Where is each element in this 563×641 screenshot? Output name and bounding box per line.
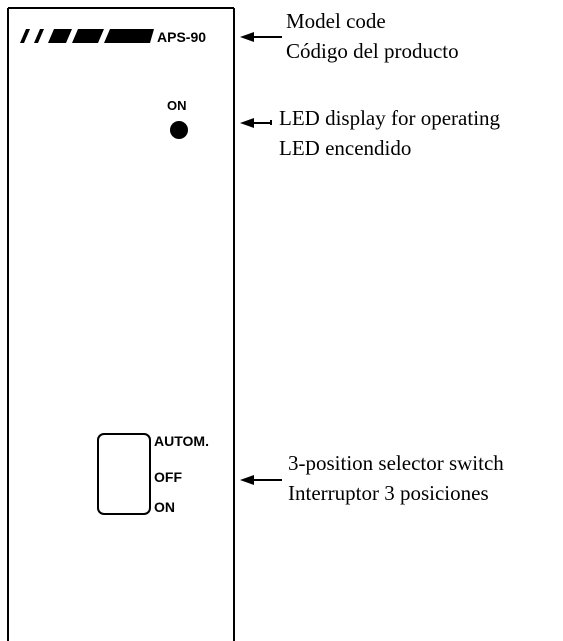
brand-stripe-bar-5 — [104, 29, 154, 43]
brand-stripe-bar-1 — [20, 29, 30, 43]
led-label: ON — [167, 98, 187, 113]
callout-switch-en: 3-position selector switch — [288, 451, 504, 475]
switch-position-off: OFF — [154, 469, 182, 485]
led-arrow-icon — [240, 118, 272, 128]
callout-led-es: LED encendido — [279, 136, 411, 160]
panel-outline — [7, 7, 235, 641]
brand-stripe — [20, 29, 154, 43]
brand-stripe-bar-2 — [34, 29, 44, 43]
brand-stripe-bar-4 — [72, 29, 104, 43]
led-indicator — [170, 121, 188, 139]
switch-position-automatic: AUTOM. — [154, 433, 209, 449]
brand-stripe-bar-3 — [48, 29, 72, 43]
callout-model-en: Model code — [286, 9, 386, 33]
callout-led-en: LED display for operating — [279, 106, 501, 130]
model-arrow-icon — [240, 32, 282, 42]
switch-arrow-icon — [240, 475, 282, 485]
switch-position-on: ON — [154, 499, 175, 515]
callout-arrows — [240, 32, 282, 485]
selector-switch[interactable] — [97, 433, 151, 515]
callout-switch-es: Interruptor 3 posiciones — [288, 481, 489, 505]
callout-model-es: Código del producto — [286, 39, 459, 63]
model-code: APS-90 — [157, 29, 206, 45]
